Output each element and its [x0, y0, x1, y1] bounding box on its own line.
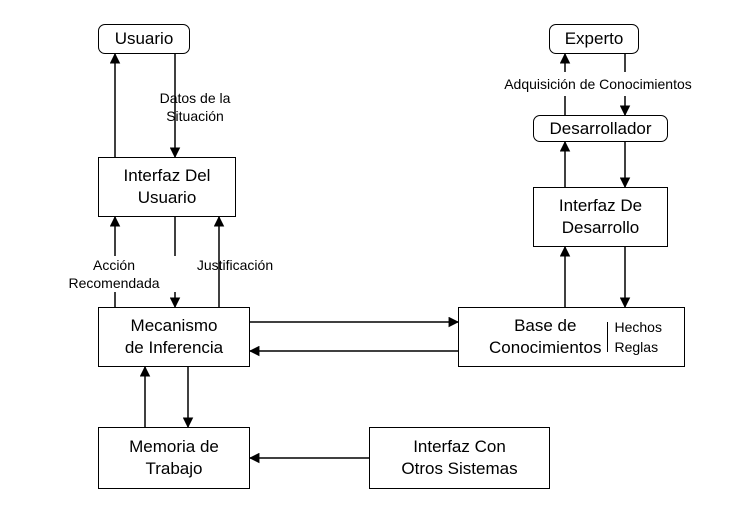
node-base-line2: Conocimientos	[489, 338, 602, 357]
node-mecanismo-line2: de Inferencia	[124, 338, 224, 357]
node-interfaz-usuario: Interfaz Del Usuario	[98, 157, 236, 217]
node-interfaz-otros-line1: Interfaz Con	[413, 437, 506, 456]
label-accion-recomendada: Acción Recomendada	[48, 256, 180, 292]
label-datos-situacion: Datos de la Situación	[134, 89, 256, 125]
label-accion-line2: Recomendada	[68, 275, 160, 291]
node-mecanismo-line1: Mecanismo	[130, 316, 218, 335]
node-memoria-trabajo: Memoria de Trabajo	[98, 427, 250, 489]
node-base-main: Base de Conocimientos	[481, 308, 603, 366]
node-usuario-label: Usuario	[114, 29, 174, 48]
node-interfaz-otros-sistemas: Interfaz Con Otros Sistemas	[369, 427, 550, 489]
node-base-reglas: Reglas	[614, 339, 659, 355]
node-base-conocimientos: Base de Conocimientos Hechos Reglas	[458, 307, 685, 367]
node-interfaz-usuario-line2: Usuario	[137, 188, 197, 207]
node-desarrollador-label: Desarrollador	[549, 118, 652, 138]
node-memoria-line2: Trabajo	[145, 459, 203, 478]
label-justificacion: Justificación	[188, 256, 282, 274]
node-desarrollador: Desarrollador	[533, 115, 668, 142]
node-base-contents: Hechos Reglas	[614, 308, 661, 366]
label-justificacion-text: Justificación	[196, 257, 274, 273]
node-base-hechos: Hechos	[614, 319, 662, 335]
label-accion-line1: Acción	[92, 257, 136, 273]
node-interfaz-desarrollo-line2: Desarrollo	[561, 218, 640, 237]
node-mecanismo-inferencia: Mecanismo de Inferencia	[98, 307, 250, 367]
node-memoria-line1: Memoria de	[129, 437, 219, 456]
node-interfaz-desarrollo: Interfaz De Desarrollo	[533, 187, 668, 247]
label-datos-line2: Situación	[166, 108, 224, 124]
node-interfaz-usuario-line1: Interfaz Del	[123, 166, 211, 185]
node-base-separator	[607, 322, 609, 352]
node-experto-label: Experto	[564, 29, 624, 48]
node-experto: Experto	[549, 24, 639, 54]
label-adquisicion-conocimientos: Adquisición de Conocimientos	[482, 75, 714, 93]
label-adquisicion-text: Adquisición de Conocimientos	[504, 76, 692, 92]
node-usuario: Usuario	[98, 24, 190, 54]
node-interfaz-otros-line2: Otros Sistemas	[401, 459, 518, 478]
node-interfaz-desarrollo-line1: Interfaz De	[558, 196, 643, 215]
label-datos-line1: Datos de la	[159, 90, 231, 106]
node-base-line1: Base de	[514, 316, 577, 335]
